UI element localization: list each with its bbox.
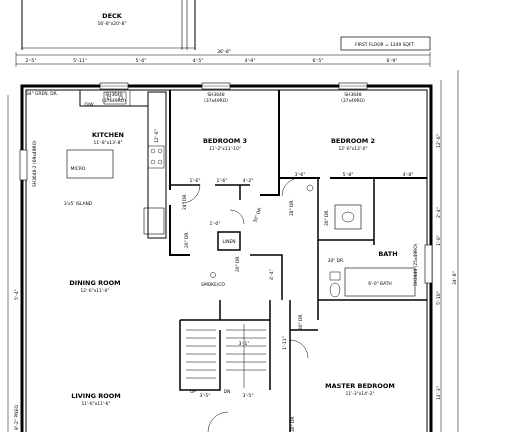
kitchen-name: KITCHEN xyxy=(92,131,124,139)
island xyxy=(66,149,114,179)
top-dim: 5'-0" xyxy=(136,58,147,64)
inner-dim: 1'-11" xyxy=(282,336,288,350)
vanity xyxy=(334,204,362,230)
dining-size: 12'-6"x11'-0" xyxy=(81,288,110,294)
tub-label: 6'-0" BATH xyxy=(368,281,391,287)
smoke-label: SMOKE/CO xyxy=(201,282,225,288)
inner-dim: 1'-0" xyxy=(210,221,221,227)
dining-living: DINING ROOM 12'-6"x11'-0" LIVING ROOM 11… xyxy=(69,279,120,407)
bedroom2-name: BEDROOM 2 xyxy=(331,137,375,145)
up-label: UP xyxy=(190,389,196,395)
title: FIRST FLOOR = 1249 SQFT. xyxy=(355,42,415,48)
bedroom3-size: 11'-2"x11'-10" xyxy=(209,146,241,152)
door-tag: 24" DR. xyxy=(182,193,188,210)
overall-width: 36'-8" xyxy=(217,49,231,55)
door-tag: 30" DR. xyxy=(252,206,263,224)
dn-label: DN xyxy=(224,389,231,395)
side-dim: 5'-4" xyxy=(14,289,20,300)
inner-dim: 3'-5" xyxy=(243,393,254,399)
window-tag: SH3648 xyxy=(207,92,224,98)
window-tag: SH2448 (25x49RO) xyxy=(413,243,419,286)
door-tag: 30" DR. xyxy=(298,313,304,330)
kitchen-size: 11'-8"x13'-8" xyxy=(94,140,123,146)
door-tag: 20" DR. xyxy=(235,255,241,272)
sink xyxy=(103,91,127,105)
deck: DECK 16'-8"x20'-8" xyxy=(21,0,196,50)
side-dim: 5'-10" xyxy=(436,291,442,305)
side-dim: 2'-4" xyxy=(436,207,442,218)
window-tag: (37x49RO) xyxy=(102,98,126,104)
hall: LINEN 30" DR. 20" DR. 20" DR. SMOKE/CO 1… xyxy=(184,206,283,300)
master-name: MASTER BEDROOM xyxy=(325,382,395,390)
side-dimensions: 12'-6" 2'-4" 1'-6" 5'-10" 34'-8" 14'-3" … xyxy=(14,134,458,430)
inner-dim: 5'-8" xyxy=(343,172,354,178)
title-box xyxy=(340,36,431,51)
door-tag: 28" DR. xyxy=(289,199,295,216)
bath: BATH 6'-0" BATH 30" DR. 30" DR. 4'-4" xyxy=(269,204,427,320)
living-name: LIVING ROOM xyxy=(71,392,121,400)
side-dim: 14'-3" xyxy=(436,386,442,400)
window-tag: SH3648-2 (69x49RO) xyxy=(32,140,38,187)
deck-label: DECK xyxy=(102,12,123,20)
dining-name: DINING ROOM xyxy=(69,279,120,287)
door-tag: 30" DR. xyxy=(290,415,296,432)
side-dim: 12'-6" xyxy=(436,134,442,148)
top-dim: 6'-9" xyxy=(387,58,398,64)
side-dim: 34'-8" xyxy=(452,271,458,285)
top-dim: 4'-9" xyxy=(245,58,256,64)
window-tag: SH3648 xyxy=(344,92,361,98)
inner-dim: 3'-1" xyxy=(239,341,250,347)
inner-dim: 4'-4" xyxy=(269,269,275,280)
fridge xyxy=(143,207,165,235)
top-dim: 2'-5" xyxy=(26,58,37,64)
bedroom3-name: BEDROOM 3 xyxy=(203,137,247,145)
tub xyxy=(344,267,416,297)
deck-size: 16'-8"x20'-8" xyxy=(98,21,127,27)
bedroom2-size: 12'-6"x12'-0" xyxy=(339,146,368,152)
kitchen: KITCHEN 11'-8"x13'-8" D/W MICRO 3'x5' IS… xyxy=(26,90,167,239)
master-size: 11'-3"x14'-2" xyxy=(346,391,375,397)
inner-dim: 3'-6" xyxy=(295,172,306,178)
stairs: UP DN 3'-1" 3'-5" 3'-5" xyxy=(179,300,271,432)
window-tag: (37x49RO) xyxy=(204,98,228,104)
door-tag: 20" DR. xyxy=(184,231,190,248)
linen-label: LINEN xyxy=(222,239,235,245)
top-dim: 5'-11" xyxy=(73,58,87,64)
door-tag: 30" DR. xyxy=(324,209,330,226)
toilet-tank xyxy=(329,271,341,281)
inner-dim: 1'-6" xyxy=(217,178,228,184)
window-tag: SH3640 xyxy=(105,92,122,98)
dw-label: D/W xyxy=(84,102,94,108)
bedroom-3: BEDROOM 3 11'-2"x11'-10" 1'-6" 1'-6" 4'-… xyxy=(169,90,280,256)
top-dim: 6'-5" xyxy=(313,58,324,64)
side-dim: 1'-6" xyxy=(436,235,442,246)
window-tag: (37x49RO) xyxy=(341,98,365,104)
island-label: 3'x5' ISLAND xyxy=(64,201,93,207)
side-dim: 8'-2" PNEO xyxy=(14,405,20,430)
living-size: 11'-6"x11'-6" xyxy=(82,401,111,407)
inner-dim: 4'-8" xyxy=(403,172,414,178)
slider-label: 34" GREN. DR. xyxy=(26,91,58,97)
micro-label: MICRO xyxy=(71,166,86,172)
top-dim: 4'-5" xyxy=(193,58,204,64)
master-bedroom: MASTER BEDROOM 11'-3"x14'-2" 30" DR. 30"… xyxy=(282,300,395,432)
bedroom-2: BEDROOM 2 12'-6"x12'-0" 3'-6" 5'-8" 4'-8… xyxy=(279,137,427,245)
inner-dim: 4'-2" xyxy=(243,178,254,184)
door-tag: 30" DR. xyxy=(328,258,345,264)
top-dimensions: 36'-8" 2'-5" 5'-11" 5'-0" 4'-5" 4'-9" 6'… xyxy=(15,49,431,67)
range xyxy=(147,145,165,169)
inner-dim: 3'-5" xyxy=(200,393,211,399)
kitchen-dim: 12'-6" xyxy=(154,129,160,143)
windows: SH3640 (37x49RO) SH3648 (37x49RO) SH3648… xyxy=(19,82,433,286)
bath-name: BATH xyxy=(378,250,397,258)
inner-dim: 1'-6" xyxy=(190,178,201,184)
